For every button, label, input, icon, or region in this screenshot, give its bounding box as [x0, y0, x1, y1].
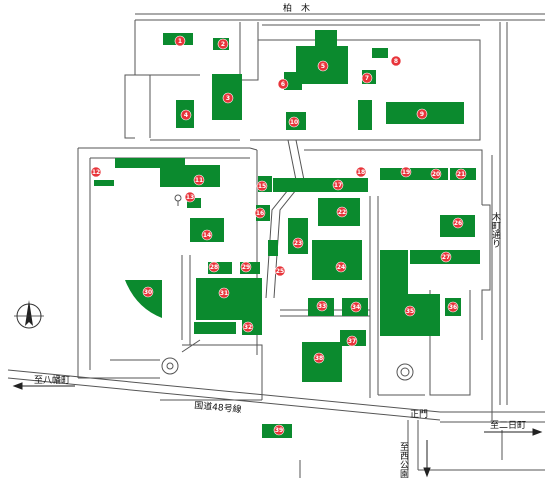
- location-pin-icon: [174, 194, 182, 206]
- nishi-park-label: 至西公園: [398, 442, 409, 479]
- building-number-13: 13: [186, 194, 194, 201]
- building-number-9: 9: [420, 111, 424, 118]
- building-number-15: 15: [258, 183, 266, 190]
- building-number-18: 18: [357, 169, 365, 176]
- building-number-24: 24: [337, 264, 345, 271]
- building-number-21: 21: [457, 171, 465, 178]
- building-number-16: 16: [256, 210, 264, 217]
- building-number-6: 6: [281, 81, 285, 88]
- hachiman-label: 至八幡町: [34, 374, 70, 386]
- building-number-34: 34: [352, 304, 360, 311]
- building-number-29: 29: [242, 264, 250, 271]
- building-number-31: 31: [220, 290, 228, 297]
- building-number-11: 11: [195, 177, 203, 184]
- building-markers: [90, 35, 467, 436]
- building-number-5: 5: [321, 63, 325, 70]
- building-number-20: 20: [432, 171, 440, 178]
- main-gate-label: 正門: [410, 409, 428, 420]
- building-number-4: 4: [184, 112, 188, 119]
- building-number-22: 22: [338, 209, 346, 216]
- pond: [396, 363, 414, 381]
- building-number-33: 33: [318, 303, 326, 310]
- building-number-27: 27: [442, 254, 450, 261]
- route48-label: 国道48号線: [194, 399, 242, 415]
- building-number-36: 36: [449, 304, 457, 311]
- building-number-7: 7: [365, 75, 369, 82]
- building-number-12: 12: [92, 169, 100, 176]
- roundabout: [110, 339, 201, 375]
- building-number-38: 38: [315, 355, 323, 362]
- building-number-28: 28: [210, 264, 218, 271]
- building-number-2: 2: [221, 41, 225, 48]
- building-number-14: 14: [203, 232, 211, 239]
- building-number-17: 17: [334, 182, 342, 189]
- building-number-10: 10: [290, 119, 298, 126]
- building-number-1: 1: [178, 38, 182, 45]
- building-number-35: 35: [406, 308, 414, 315]
- building-number-30: 30: [144, 289, 152, 296]
- futsuka-label: 至二日町: [490, 420, 526, 431]
- building-number-25: 25: [276, 268, 284, 275]
- north-arrow-icon: [14, 300, 44, 329]
- building-number-32: 32: [244, 324, 252, 331]
- building-number-19: 19: [402, 169, 410, 176]
- building-number-39: 39: [275, 427, 283, 434]
- building-number-26: 26: [454, 220, 462, 227]
- direction-arrows: [12, 382, 543, 478]
- building-number-23: 23: [294, 240, 302, 247]
- building-number-3: 3: [226, 95, 230, 102]
- north-street-label: 柏 木: [283, 2, 310, 14]
- building-number-8: 8: [394, 58, 398, 65]
- building-number-37: 37: [348, 338, 356, 345]
- east-street-label: 木町通り: [490, 211, 501, 248]
- buildings: [94, 30, 480, 438]
